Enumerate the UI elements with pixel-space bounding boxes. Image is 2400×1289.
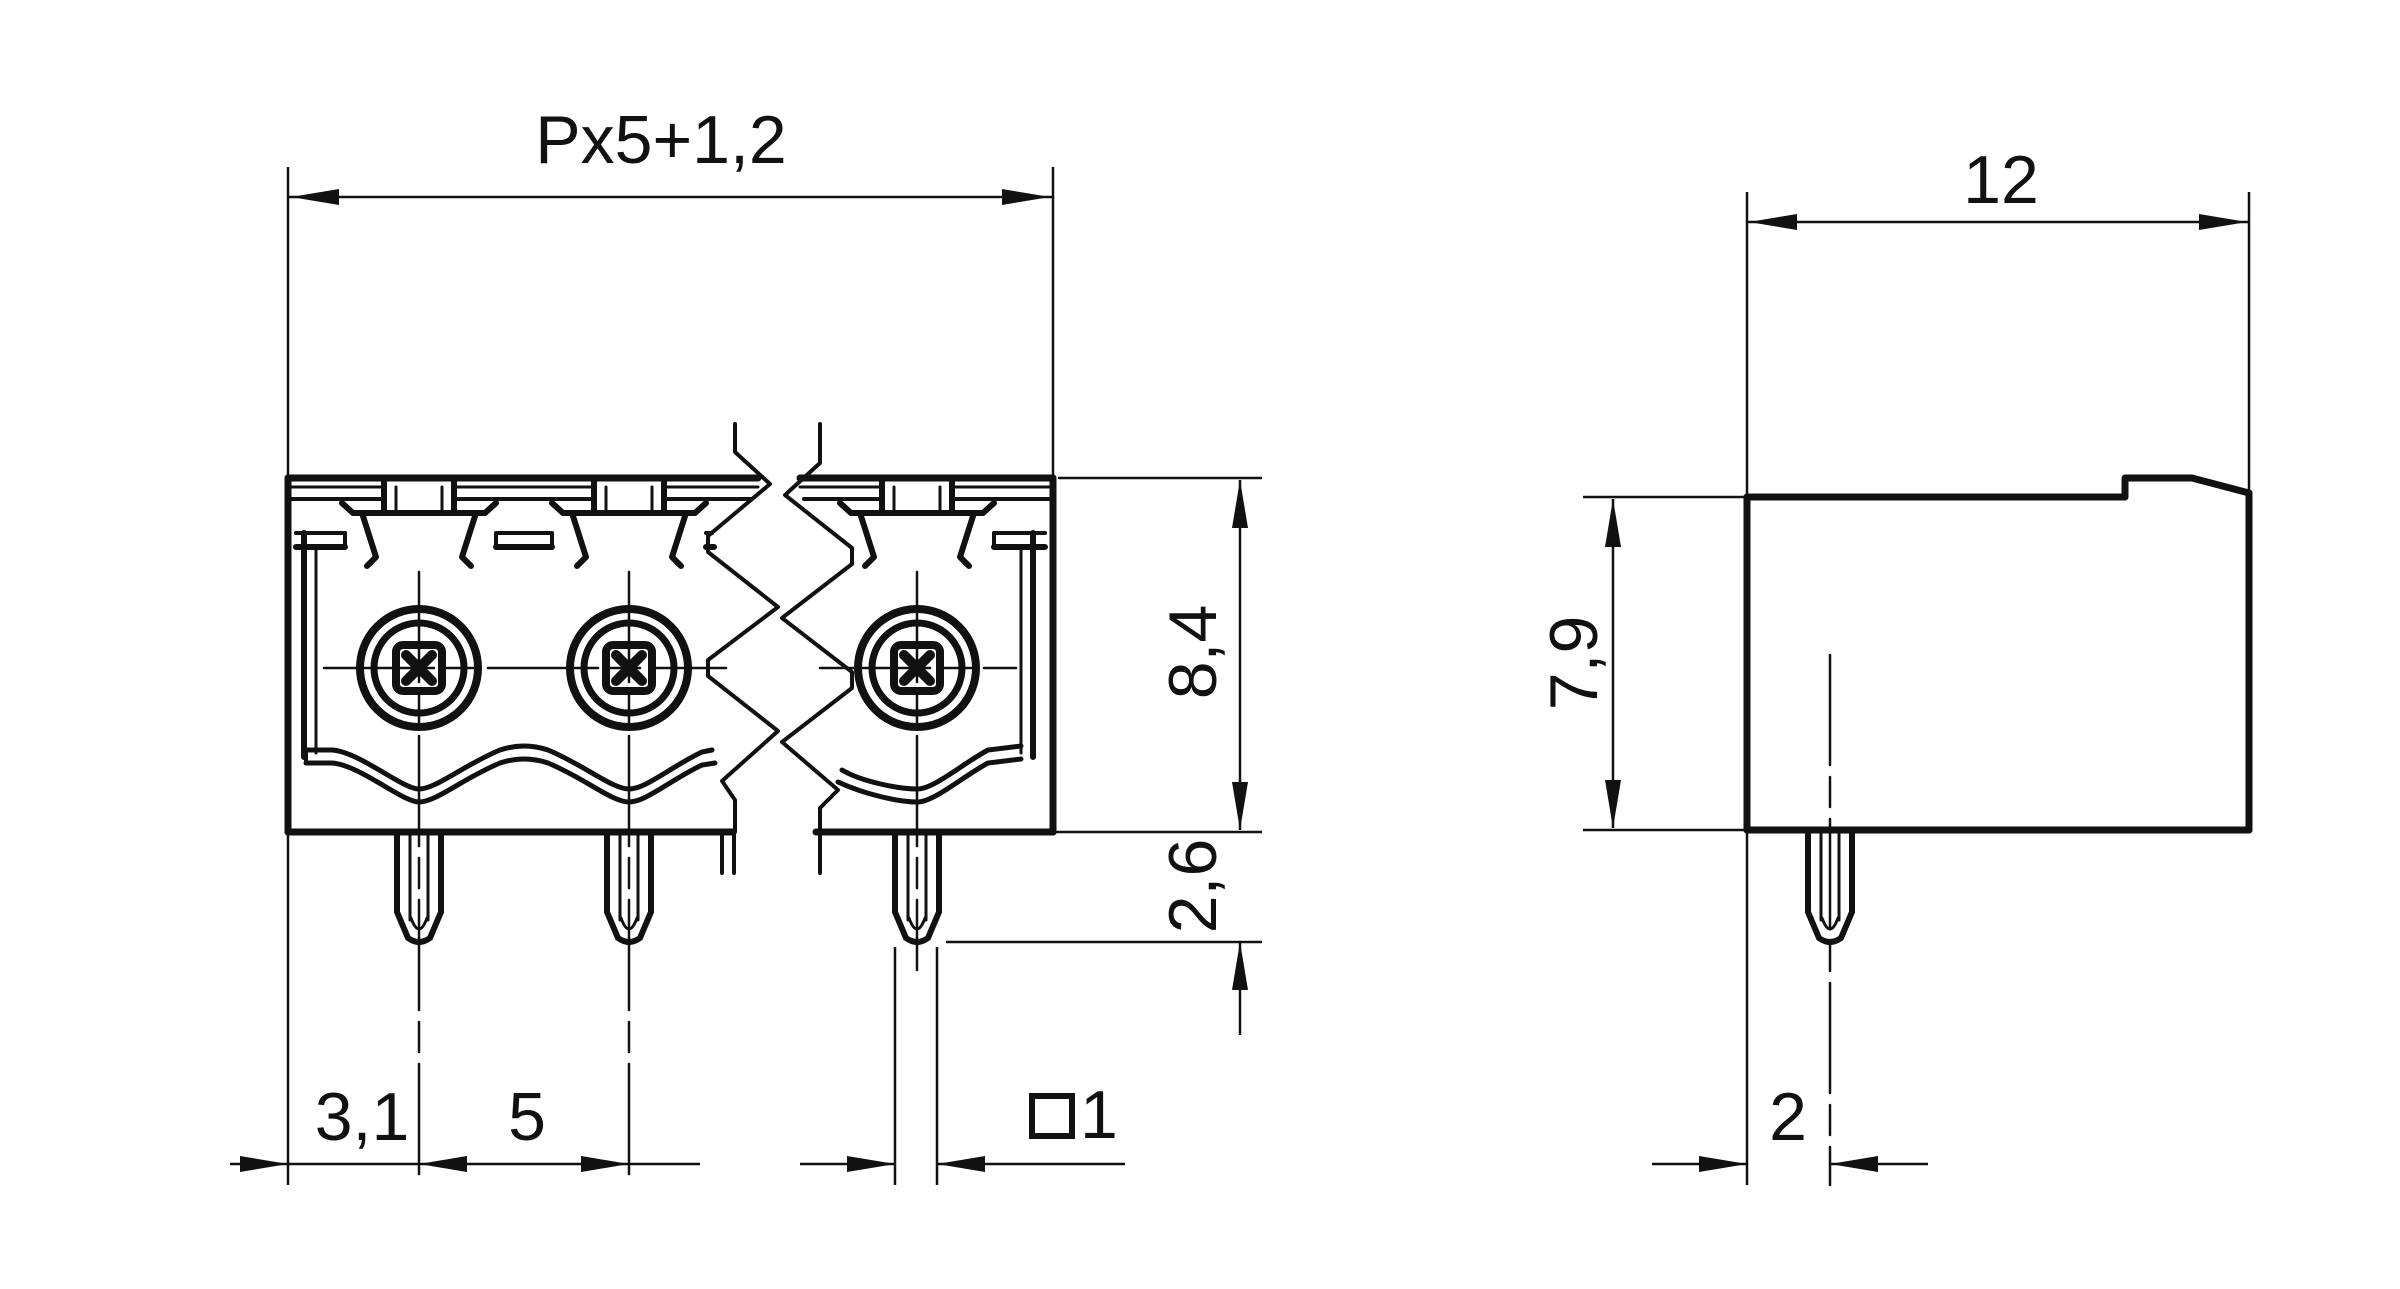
dim-pin-protrusion-label: 2,6 xyxy=(1155,839,1231,934)
dim-edge-to-pin-label: 3,1 xyxy=(315,1079,410,1155)
funnel-openings xyxy=(339,500,997,569)
dim-pin-square-label: 1 xyxy=(1080,1077,1118,1153)
dim-pitch-formula-label: Px5+1,2 xyxy=(535,102,786,178)
dimension-lines xyxy=(230,195,2249,1166)
dim-housing-height-label: 7,9 xyxy=(1536,616,1612,711)
break-lines xyxy=(706,422,854,875)
dimension-labels: Px5+1,2 12 8,4 2,6 7,9 3,1 5 1 2 xyxy=(315,102,2039,1155)
dimension-annotations xyxy=(230,167,2251,1185)
solder-pins-front xyxy=(394,829,942,945)
dim-pin-offset-label: 2 xyxy=(1769,1079,1807,1155)
center-lines-front xyxy=(322,570,1018,1187)
dim-depth-label: 12 xyxy=(1963,142,2039,218)
arrowheads xyxy=(240,189,2247,1172)
scalloped-bottom xyxy=(303,743,1024,805)
extension-lines xyxy=(286,167,2251,1185)
front-view xyxy=(284,422,1057,1187)
dim-body-height-label: 8,4 xyxy=(1155,605,1231,700)
side-view xyxy=(1743,474,2253,1187)
square-symbol xyxy=(1029,1093,1075,1139)
dim-pin-pitch-label: 5 xyxy=(508,1079,546,1155)
